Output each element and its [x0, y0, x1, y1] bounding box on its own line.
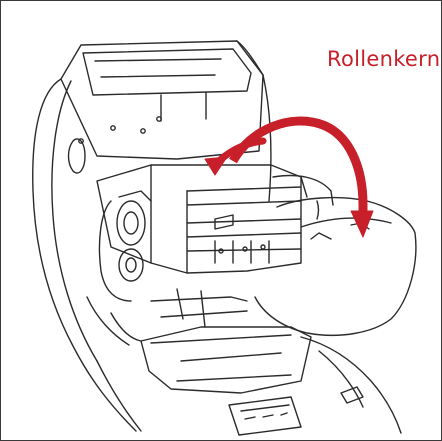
media-cover — [254, 196, 417, 336]
callout-label: Rollenkern — [327, 47, 441, 71]
curved-arrow-icon — [229, 116, 368, 215]
ribbon-spool — [116, 200, 146, 246]
printer-top-lid — [60, 40, 264, 160]
printer-base — [140, 326, 312, 394]
printer-body-outline — [32, 78, 137, 432]
